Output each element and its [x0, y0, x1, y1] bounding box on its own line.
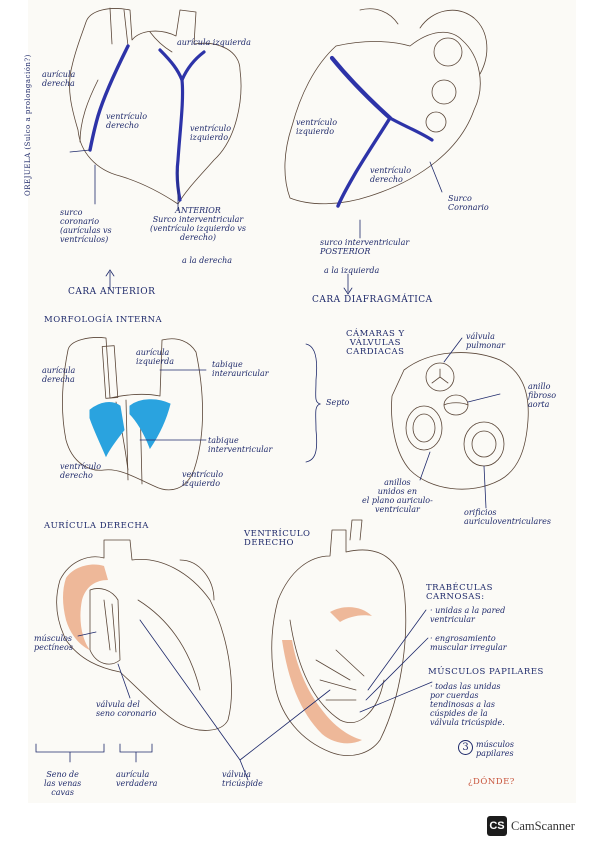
text-trabeculas-1: · unidas a la pared ventricular [430, 606, 506, 624]
label-auricula-derecha-top: aurícula derecha [42, 70, 76, 88]
heading-camaras-valvulas: CÁMARAS Y VÁLVULAS CARDIACAS [346, 329, 405, 357]
valves-sketch [391, 352, 529, 490]
label-surco-coronario: surco coronario (aurículas vs ventrículo… [60, 208, 112, 244]
camscanner-logo-icon: CS [487, 816, 507, 836]
label-ventriculo-derecho-3: ventrículo derecho [60, 462, 102, 480]
label-auricula-derecha-3: aurícula derecha [42, 366, 76, 384]
label-ventriculo-izquierdo-2: ventrículo izquierdo [296, 118, 338, 136]
heading-trabeculas-carnosas: TRABÉCULAS CARNOSAS: [426, 583, 493, 602]
label-a-la-izquierda: a la izquierda [324, 266, 380, 275]
label-auricula-verdadera: aurícula verdadera [116, 770, 158, 788]
heading-ventriculo-derecho: VENTRÍCULO DERECHO [244, 529, 311, 548]
heading-cara-diafragmatica: CARA DIAFRAGMÁTICA [312, 295, 433, 305]
orange-shading [63, 564, 372, 744]
label-valvula-tricuspide: válvula tricúspide [222, 770, 263, 788]
cyan-septum-fill [89, 399, 171, 458]
heading-auricula-derecha: AURÍCULA DERECHA [44, 521, 149, 531]
heading-morfologia-interna: MORFOLOGÍA INTERNA [44, 315, 163, 325]
label-valvula-pulmonar: válvula pulmonar [466, 332, 505, 350]
text-musculos-papilares: · todas las unidas por cuerdas tendinosa… [430, 682, 505, 727]
camscanner-watermark: CS CamScanner [487, 815, 575, 837]
label-tres-musculos: músculos papilares [476, 740, 514, 758]
label-surco-coronario-2: Surco Coronario [448, 194, 489, 212]
label-ventriculo-izquierdo-3: ventrículo izquierdo [182, 470, 224, 488]
label-anillo-fibroso: anillo fibroso aorta [528, 382, 557, 409]
heart-anterior-sketch [69, 7, 242, 205]
label-auricula-izquierda: aurícula izquierda [177, 38, 251, 47]
label-surco-posterior: surco interventricular POSTERIOR [320, 238, 410, 256]
label-septo: Septo [326, 398, 350, 407]
label-ventriculo-izquierdo-1: ventrículo izquierdo [190, 124, 232, 142]
camscanner-name: CamScanner [511, 818, 575, 833]
label-anterior: ANTERIOR Surco interventricular (ventríc… [150, 206, 246, 242]
label-tabique-interventricular: tabique interventricular [208, 436, 273, 454]
label-ventriculo-derecho-2: ventrículo derecho [370, 166, 412, 184]
heart-diaphragmatic-sketch [284, 8, 488, 205]
right-atrium-sketch [56, 539, 232, 731]
label-auricula-izquierda-3: aurícula izquierda [136, 348, 175, 366]
right-ventricle-sketch [271, 519, 407, 756]
label-ventriculo-derecho-1: ventrículo derecho [106, 112, 148, 130]
label-valvula-seno-coronario: válvula del seno coronario [96, 700, 157, 718]
heading-cara-anterior: CARA ANTERIOR [68, 287, 156, 297]
label-tabique-interauricular: tabique interauricular [212, 360, 269, 378]
heading-musculos-papilares: MÚSCULOS PAPILARES [428, 667, 544, 677]
label-anillos-unidos: anillos unidos en el plano auriculo- ven… [362, 478, 433, 514]
label-donde: ¿DÓNDE? [468, 777, 515, 787]
pen-leaders [35, 149, 501, 781]
label-orificios-auriculoventriculares: orificios auriculoventriculares [464, 508, 551, 526]
label-seno-venas-cavas: Seno de las venas cavas [44, 770, 82, 797]
label-a-la-derecha: a la derecha [182, 256, 232, 265]
number-three-circled: 3 [458, 740, 473, 755]
text-trabeculas-2: · engrosamiento muscular irregular [430, 634, 507, 652]
label-musculos-pectineos: músculos pectíneos [34, 634, 73, 652]
label-orejuela: OREJUELA (Sulco a prolongación?) [24, 54, 32, 196]
